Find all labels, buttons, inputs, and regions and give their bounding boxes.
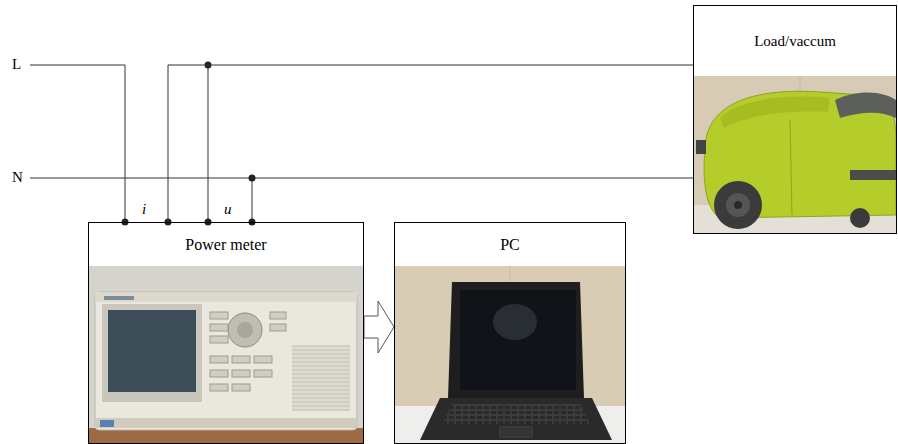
power-meter-photo-part bbox=[210, 384, 228, 391]
power-meter-photo-part bbox=[237, 322, 253, 338]
junction-dots-part bbox=[249, 175, 256, 182]
power-meter-photo-part bbox=[292, 345, 350, 411]
power-meter-photo-part bbox=[254, 356, 272, 363]
laptop-photo-part bbox=[442, 404, 590, 424]
power-meter-photo-part bbox=[270, 312, 286, 319]
laptop-photo-part bbox=[420, 398, 612, 440]
box-header: Load/vaccum bbox=[694, 6, 896, 76]
laptop-photo-part bbox=[493, 304, 537, 340]
vacuum-photo bbox=[694, 76, 896, 233]
box-title: Power meter bbox=[185, 236, 266, 254]
power-meter-photo bbox=[89, 266, 363, 443]
box-header: PC bbox=[395, 223, 625, 267]
power-meter-photo-part bbox=[95, 292, 357, 430]
power-meter-photo-part bbox=[210, 370, 228, 377]
vacuum-photo-part bbox=[790, 120, 792, 215]
power-meter-photo-part bbox=[270, 324, 286, 331]
laptop-photo bbox=[395, 266, 625, 443]
vacuum-photo-part bbox=[734, 201, 742, 209]
load-box: Load/vaccum bbox=[693, 5, 897, 234]
supply-wire bbox=[168, 65, 693, 222]
laptop-photo-part bbox=[395, 266, 625, 406]
vacuum-photo-part bbox=[835, 92, 896, 118]
wiring-part bbox=[208, 65, 209, 222]
power-meter-photo-part bbox=[102, 304, 202, 402]
power-meter-photo-part bbox=[210, 336, 228, 343]
power-meter-photo-part bbox=[232, 384, 250, 391]
current-label: i bbox=[142, 202, 146, 217]
power-meter-photo-part bbox=[228, 313, 262, 347]
box-title: PC bbox=[500, 236, 520, 254]
power-meter-photo-part bbox=[108, 310, 196, 392]
power-meter-photo-part bbox=[95, 418, 357, 428]
power-meter-photo-part bbox=[210, 324, 228, 331]
laptop-photo-part bbox=[448, 282, 584, 398]
vacuum-photo-part bbox=[704, 91, 896, 218]
wiring-part bbox=[30, 65, 125, 222]
power-meter-photo-part bbox=[254, 370, 272, 377]
data-arrow bbox=[364, 301, 394, 353]
pc-box: PC bbox=[394, 222, 626, 444]
wiring-part bbox=[30, 178, 693, 179]
power-meter-photo-part bbox=[104, 296, 134, 300]
power-meter-photo-part bbox=[100, 420, 114, 427]
power-meter-photo-part bbox=[210, 356, 228, 363]
wiring-part bbox=[252, 178, 253, 222]
power-meter-photo-part bbox=[89, 266, 363, 443]
vacuum-photo-part bbox=[696, 140, 706, 154]
vacuum-photo-part bbox=[694, 76, 896, 233]
laptop-photo-part bbox=[500, 427, 532, 437]
vacuum-photo-part bbox=[850, 208, 870, 228]
line-label: L bbox=[12, 57, 21, 72]
power-meter-box: Power meter bbox=[88, 222, 364, 444]
power-meter-photo-part bbox=[232, 356, 250, 363]
vacuum-photo-part bbox=[726, 193, 750, 217]
junction-dots bbox=[122, 62, 256, 226]
power-meter-photo-part bbox=[210, 312, 228, 319]
voltage-label: u bbox=[224, 202, 232, 217]
box-header: Power meter bbox=[89, 223, 363, 267]
vacuum-photo-part bbox=[850, 170, 896, 180]
vacuum-photo-part bbox=[714, 181, 762, 229]
laptop-photo-part bbox=[460, 290, 576, 390]
power-meter-photo-part bbox=[232, 370, 250, 377]
wiring bbox=[30, 65, 693, 222]
vacuum-photo-part bbox=[720, 97, 830, 128]
neutral-label: N bbox=[12, 170, 23, 185]
box-title: Load/vaccum bbox=[754, 33, 836, 50]
power-meter-photo-part bbox=[95, 292, 357, 302]
